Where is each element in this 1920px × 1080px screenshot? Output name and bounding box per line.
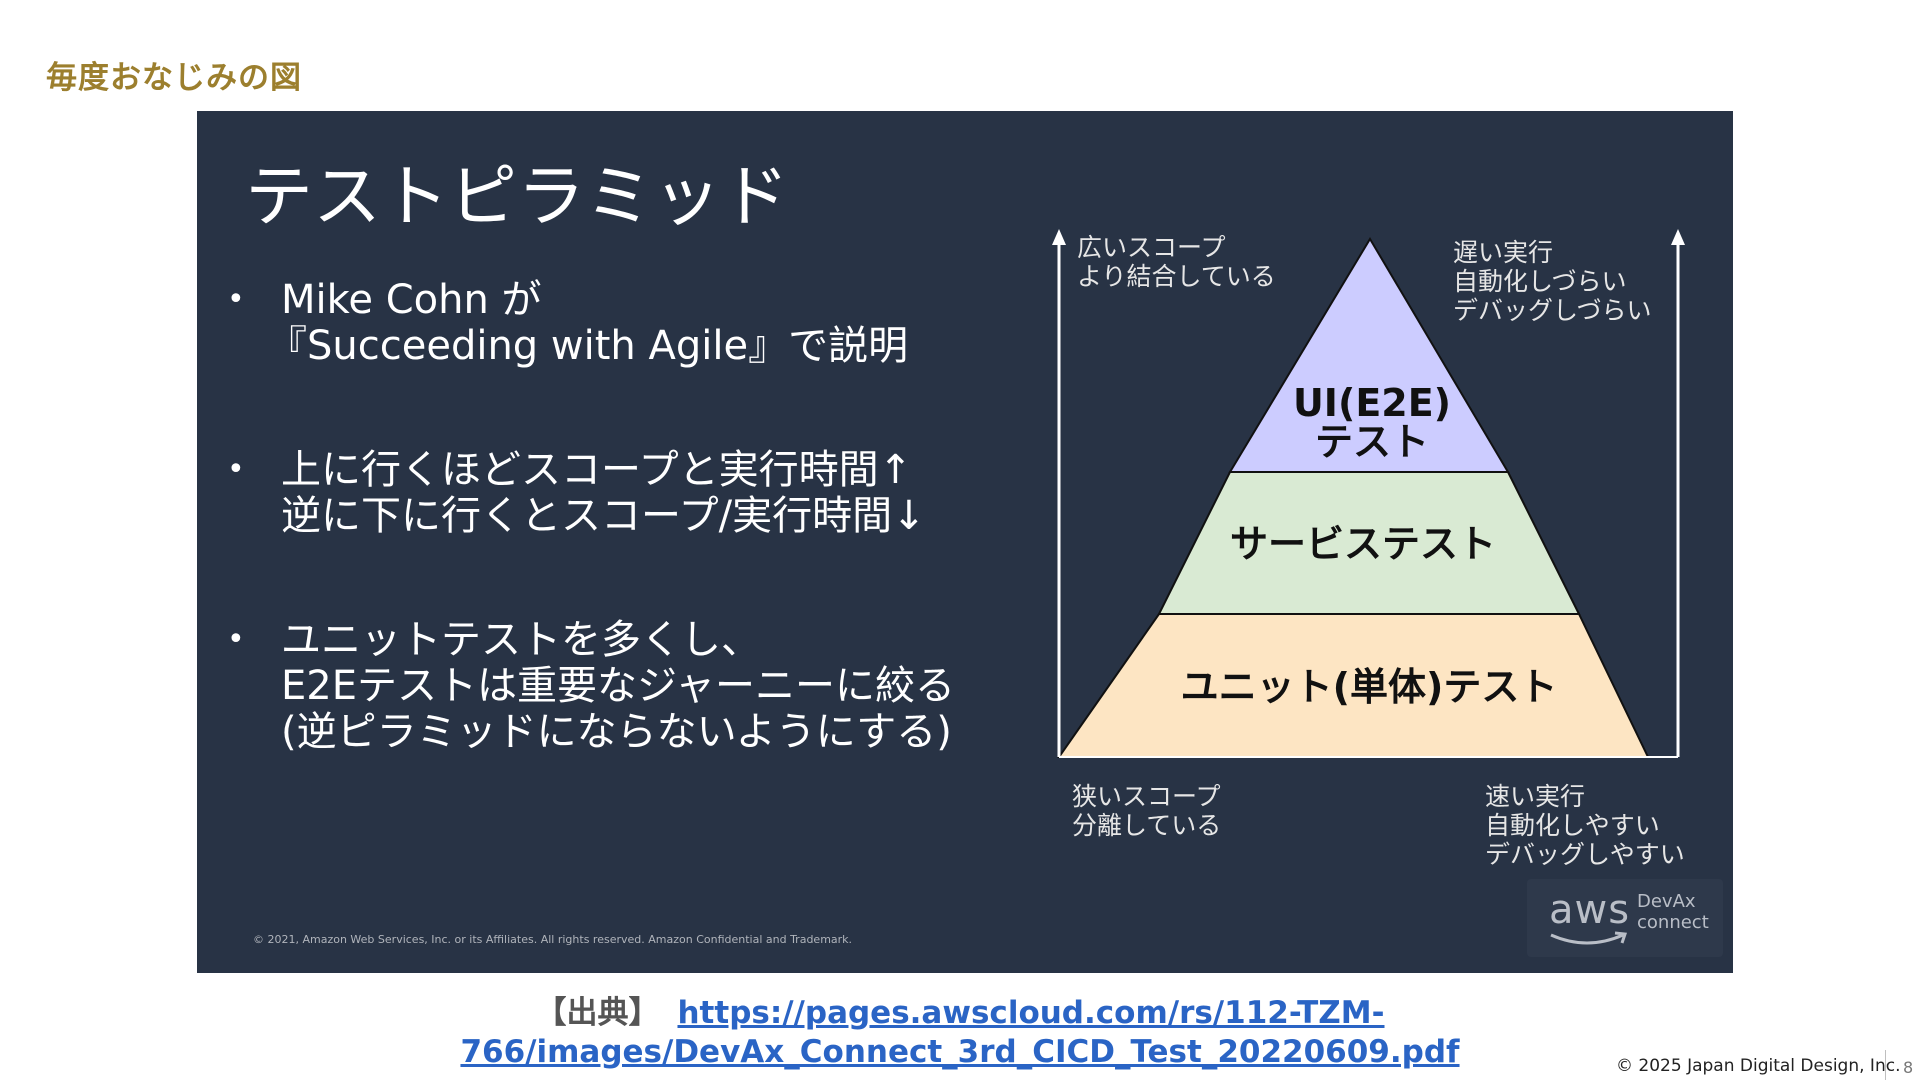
slide-image: テストピラミッド Mike Cohn が 『Succeeding with Ag… xyxy=(197,111,1733,973)
bottom-left-annotation: 分離している xyxy=(1072,811,1221,840)
top-right-annotation: デバッグしづらい xyxy=(1453,296,1652,325)
aws-devax-logo: aws DevAx connect xyxy=(1527,879,1723,957)
bullet-line: Mike Cohn が xyxy=(281,277,542,323)
pyramid-label-unit: ユニット(単体)テスト xyxy=(1181,665,1558,709)
bullet-line: 逆に下に行くとスコープ/実行時間↓ xyxy=(281,493,926,539)
bottom-right-annotation: 速い実行 xyxy=(1485,782,1585,811)
source-citation: 【出典】 https://pages.awscloud.com/rs/112-TZ… xyxy=(0,994,1920,1072)
bullet-list: Mike Cohn が 『Succeeding with Agile』で説明 上… xyxy=(227,277,1027,755)
pyramid-label-service: サービステスト xyxy=(1230,522,1496,566)
footer-copyright: © 2025 Japan Digital Design, Inc. xyxy=(1616,1056,1901,1076)
bullet-line: 上に行くほどスコープと実行時間↑ xyxy=(281,447,913,493)
top-right-annotation: 自動化しづらい xyxy=(1453,267,1627,296)
top-left-annotation: より結合している xyxy=(1077,262,1276,291)
pyramid-label-ui: UI(E2E) xyxy=(1293,381,1451,425)
top-left-annotation: 広いスコープ xyxy=(1077,233,1226,262)
pyramid-label-ui: テスト xyxy=(1315,420,1429,464)
bullet-line: E2Eテストは重要なジャーニーに絞る xyxy=(281,663,955,709)
slide-copyright: © 2021, Amazon Web Services, Inc. or its… xyxy=(253,933,853,946)
bullet-item: Mike Cohn が 『Succeeding with Agile』で説明 xyxy=(227,277,1027,369)
test-pyramid-diagram: UI(E2E) テスト サービステスト ユニット(単体)テスト 広いスコープ よ… xyxy=(1052,229,1685,869)
footer-divider xyxy=(1885,1050,1886,1080)
bottom-right-annotation: デバッグしやすい xyxy=(1485,840,1685,869)
left-arrow-head xyxy=(1052,229,1066,245)
devax-line: DevAx xyxy=(1637,891,1696,912)
slide-title: テストピラミッド xyxy=(245,158,790,237)
page-heading: 毎度おなじみの図 xyxy=(46,60,302,96)
source-link[interactable]: 766/images/DevAx_Connect_3rd_CICD_Test_2… xyxy=(460,1034,1460,1070)
connect-line: connect xyxy=(1637,912,1709,933)
page-number: 8 xyxy=(1903,1058,1914,1077)
bottom-right-annotation: 自動化しやすい xyxy=(1485,811,1660,840)
aws-smile-icon xyxy=(1550,931,1628,945)
bullet-line: 『Succeeding with Agile』で説明 xyxy=(267,323,909,369)
source-link[interactable]: https://pages.awscloud.com/rs/112-TZM- xyxy=(677,995,1385,1031)
right-arrow-head xyxy=(1671,229,1685,245)
bullet-line: ユニットテストを多くし、 xyxy=(281,617,761,663)
bullet-line: (逆ピラミッドにならないようにする) xyxy=(281,709,952,755)
bullet-item: ユニットテストを多くし、 E2Eテストは重要なジャーニーに絞る (逆ピラミッドに… xyxy=(227,617,1027,755)
devax-connect-text: DevAx connect xyxy=(1637,891,1709,933)
source-label: 【出典】 xyxy=(535,995,660,1031)
bullet-item: 上に行くほどスコープと実行時間↑ 逆に下に行くとスコープ/実行時間↓ xyxy=(227,447,1027,539)
top-right-annotation: 遅い実行 xyxy=(1453,238,1553,267)
aws-logo-text: aws xyxy=(1549,887,1631,933)
bottom-left-annotation: 狭いスコープ xyxy=(1072,782,1221,811)
